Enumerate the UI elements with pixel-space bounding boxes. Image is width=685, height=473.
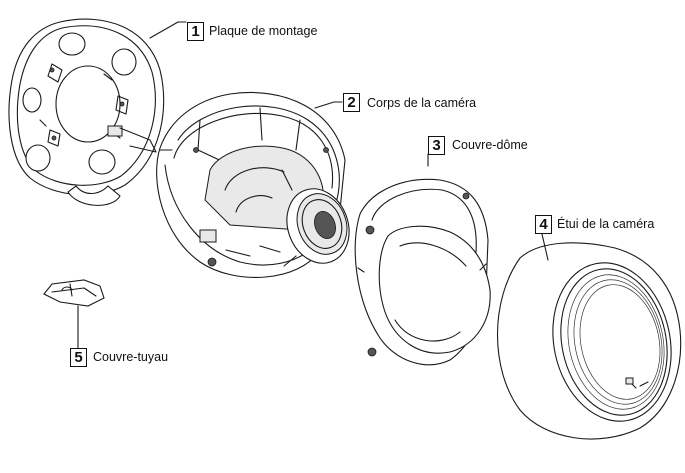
part-number-2: 2 xyxy=(343,93,360,112)
mounting-plate-drawing xyxy=(9,19,164,205)
part-label-3: Couvre-dôme xyxy=(452,138,528,152)
part-label-1: Plaque de montage xyxy=(209,24,317,38)
camera-casing-drawing xyxy=(498,243,685,439)
part-number-4: 4 xyxy=(535,215,552,234)
camera-body-drawing xyxy=(157,92,360,277)
part-label-4: Étui de la caméra xyxy=(557,217,654,231)
dome-cover-drawing xyxy=(355,179,490,364)
part-label-2: Corps de la caméra xyxy=(367,96,476,110)
part-label-5: Couvre-tuyau xyxy=(93,350,168,364)
part-number-5: 5 xyxy=(70,348,87,367)
part-number-3: 3 xyxy=(428,136,445,155)
pipe-cover-drawing xyxy=(44,280,104,306)
part-number-1: 1 xyxy=(187,22,204,41)
